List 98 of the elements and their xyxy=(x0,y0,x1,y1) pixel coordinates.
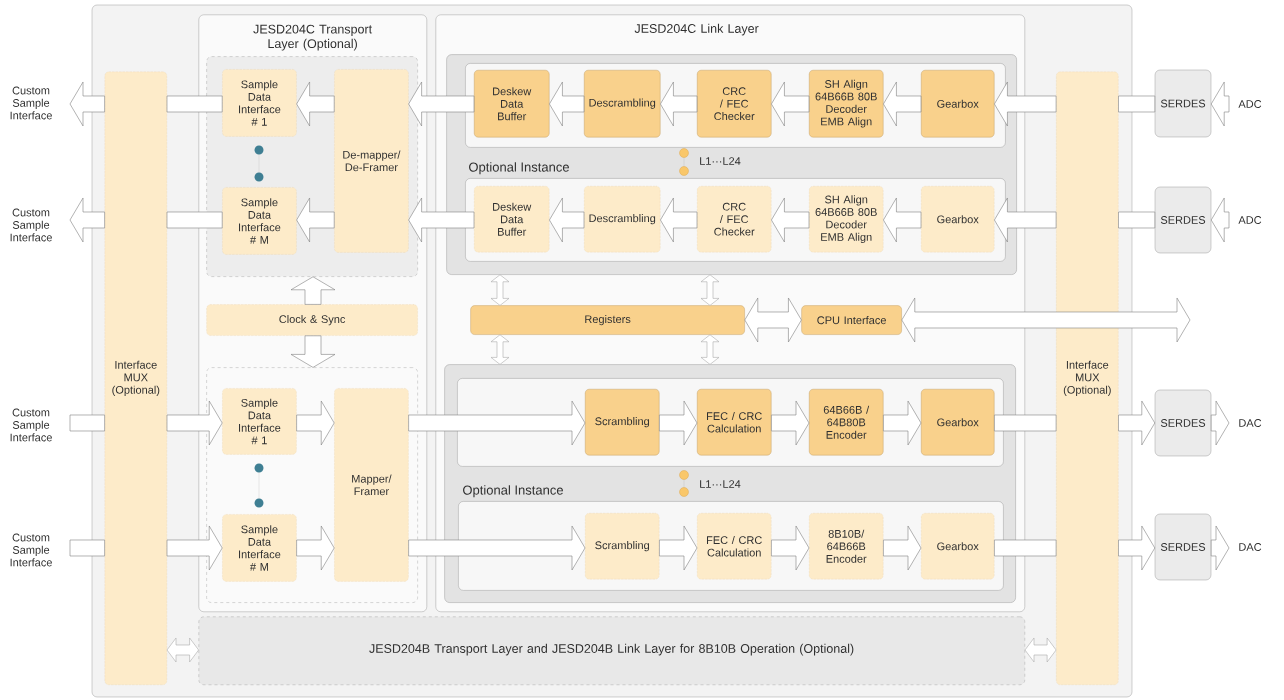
process-box: Sample Data Interface # 1 xyxy=(222,69,297,137)
serdes-box: SERDES xyxy=(1154,69,1212,138)
serdes-box: SERDES xyxy=(1154,186,1212,254)
interface-label: Custom Sample Interface xyxy=(10,408,52,442)
block-arrow xyxy=(771,197,810,243)
serdes-box: SERDES xyxy=(1154,389,1212,457)
block-arrow xyxy=(1210,525,1230,571)
node-label: Optional Instance xyxy=(469,162,569,175)
block-arrow xyxy=(1210,197,1230,243)
block-arrow xyxy=(700,274,720,306)
block-arrow xyxy=(771,400,810,446)
process-box: Descrambling xyxy=(584,70,661,138)
block-arrow xyxy=(1210,81,1230,127)
signal-label: ADC xyxy=(1238,216,1262,224)
block-arrow xyxy=(771,525,810,571)
block-arrow xyxy=(1118,95,1156,113)
process-box: Clock & Sync xyxy=(206,304,418,336)
block-arrow xyxy=(69,414,105,432)
interface-label: Custom Sample Interface xyxy=(10,208,52,242)
block-arrow xyxy=(883,197,922,243)
process-box: Mapper/ Framer xyxy=(334,388,409,582)
process-box: CRC / FEC Checker xyxy=(697,70,772,138)
block-arrow xyxy=(490,334,510,365)
block-arrow xyxy=(883,81,922,127)
block-arrow xyxy=(490,274,510,306)
process-box: FEC / CRC Calculation xyxy=(697,513,772,580)
block-arrow xyxy=(549,81,585,127)
process-box: SH Align 64B66B 80B Decoder EMB Align xyxy=(809,186,884,253)
process-box: Gearbox xyxy=(921,186,995,253)
block-arrow xyxy=(883,400,922,446)
block-arrow xyxy=(69,81,105,127)
process-box: 64B66B / 64B80B Encoder xyxy=(809,389,884,456)
block-arrow xyxy=(994,197,1057,243)
block-arrow xyxy=(771,81,810,127)
block-arrow xyxy=(290,276,336,305)
signal-label: DAC xyxy=(1239,419,1262,427)
process-box: CPU Interface xyxy=(801,305,902,335)
block-arrow xyxy=(994,81,1057,127)
mux-bar: Interface MUX (Optional) xyxy=(1056,71,1119,685)
serdes-box: SERDES xyxy=(1154,513,1212,581)
process-box: Sample Data Interface # M xyxy=(222,187,297,255)
block-arrow xyxy=(166,95,223,113)
block-arrow xyxy=(549,197,585,243)
signal-label: ADC xyxy=(1238,100,1262,108)
process-box: Scrambling xyxy=(585,513,660,580)
block-arrow xyxy=(408,525,586,571)
block-arrow xyxy=(994,414,1057,432)
lane-label: L1···L24 xyxy=(700,480,741,488)
block-arrow xyxy=(1118,525,1156,571)
process-box: SH Align 64B66B 80B Decoder EMB Align xyxy=(809,70,884,138)
mux-bar: Interface MUX (Optional) xyxy=(104,71,167,685)
block-arrow xyxy=(166,637,199,663)
block-arrow xyxy=(69,197,105,243)
block-arrow xyxy=(660,197,698,243)
block-arrow xyxy=(166,525,223,571)
process-box: 8B10B/ 64B66B Encoder xyxy=(809,513,884,580)
process-box: FEC / CRC Calculation xyxy=(697,389,772,456)
block-arrow xyxy=(901,297,1191,343)
interface-label: Custom Sample Interface xyxy=(10,533,52,567)
block-arrow xyxy=(659,525,698,571)
interface-label: Custom Sample Interface xyxy=(10,86,52,120)
block-arrow xyxy=(660,81,698,127)
block-arrow xyxy=(290,335,336,368)
block-arrow xyxy=(69,539,105,557)
process-box: De-mapper/ De-Framer xyxy=(334,69,409,253)
block-arrow xyxy=(1210,400,1230,446)
block-arrow xyxy=(700,334,720,365)
block-arrow xyxy=(408,400,586,446)
process-box: Sample Data Interface # 1 xyxy=(222,388,297,455)
process-box: Deskew Data Buffer xyxy=(474,70,550,138)
block-arrow xyxy=(1118,211,1156,229)
process-box: Descrambling xyxy=(584,186,661,253)
process-box: Gearbox xyxy=(921,70,995,138)
process-box: Sample Data Interface # M xyxy=(222,514,297,582)
block-arrow xyxy=(659,400,698,446)
process-box: Registers xyxy=(470,305,745,335)
block-arrow xyxy=(883,525,922,571)
process-box: Gearbox xyxy=(921,389,995,456)
block-arrow xyxy=(166,400,223,446)
block-arrow xyxy=(408,197,475,243)
process-box: Scrambling xyxy=(585,389,660,456)
block-arrow xyxy=(744,297,802,343)
block-arrow xyxy=(166,211,223,229)
block-arrow xyxy=(296,525,335,571)
block-arrow xyxy=(1024,637,1057,663)
process-box: Gearbox xyxy=(921,513,995,580)
block-arrow xyxy=(296,197,335,243)
process-box: CRC / FEC Checker xyxy=(697,186,772,253)
block-arrow xyxy=(296,400,335,446)
block-arrow xyxy=(1118,400,1156,446)
block-arrow xyxy=(994,539,1057,557)
lane-label: L1···L24 xyxy=(700,157,741,165)
dashed-panel: JESD204B Transport Layer and JESD204B Link Layer for 8B10B Operation (Optional) xyxy=(198,616,1025,685)
process-box: Deskew Data Buffer xyxy=(474,186,550,253)
signal-label: DAC xyxy=(1239,543,1262,551)
block-arrow xyxy=(296,81,335,127)
node-label: Optional Instance xyxy=(463,485,563,498)
block-arrow xyxy=(408,81,475,127)
